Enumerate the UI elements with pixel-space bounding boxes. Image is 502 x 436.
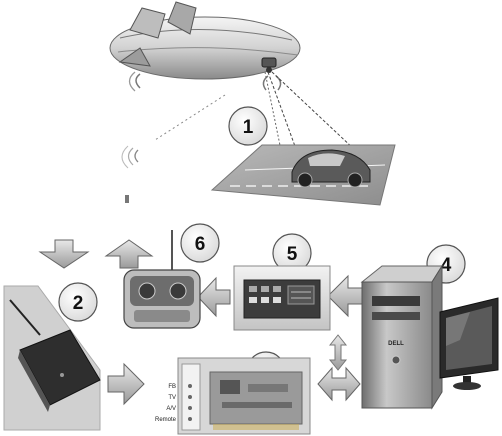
card-row-tv: TV: [168, 395, 176, 401]
arrow-up: [104, 239, 154, 269]
video-receiver: [3, 285, 101, 431]
arrow-vertical-double: [328, 334, 348, 371]
marker-6-label: 6: [195, 234, 206, 255]
card-row-remote: Remote: [155, 417, 177, 423]
card-row-av: A/V: [166, 406, 176, 412]
computer-brand: DELL: [388, 341, 404, 347]
arrow-right-to-card: [107, 362, 145, 406]
airship: [109, 1, 301, 92]
arrow-down: [38, 239, 90, 269]
marker-4-label: 4: [441, 255, 452, 276]
card-row-fb: FB: [168, 384, 176, 390]
marker-2-label: 2: [73, 293, 84, 314]
arrow-left-to-board: [327, 274, 363, 318]
processing-board: [233, 265, 331, 331]
monitor: [439, 297, 499, 390]
marker-6: 6: [180, 223, 220, 263]
signal-arcs-left: [121, 145, 139, 203]
marker-1: 1: [228, 106, 268, 146]
remote-controller: [123, 230, 201, 329]
camera-view-lines: [154, 71, 356, 161]
marker-5-label: 5: [287, 244, 298, 265]
capture-card: FB TV A/V Remote: [155, 357, 311, 435]
marker-1-label: 1: [243, 117, 254, 138]
road-with-car: [210, 144, 396, 206]
computer-tower: DELL: [360, 264, 443, 410]
arrow-double: [317, 366, 361, 402]
marker-2: 2: [58, 282, 98, 322]
arrow-left-to-controller: [197, 276, 231, 318]
